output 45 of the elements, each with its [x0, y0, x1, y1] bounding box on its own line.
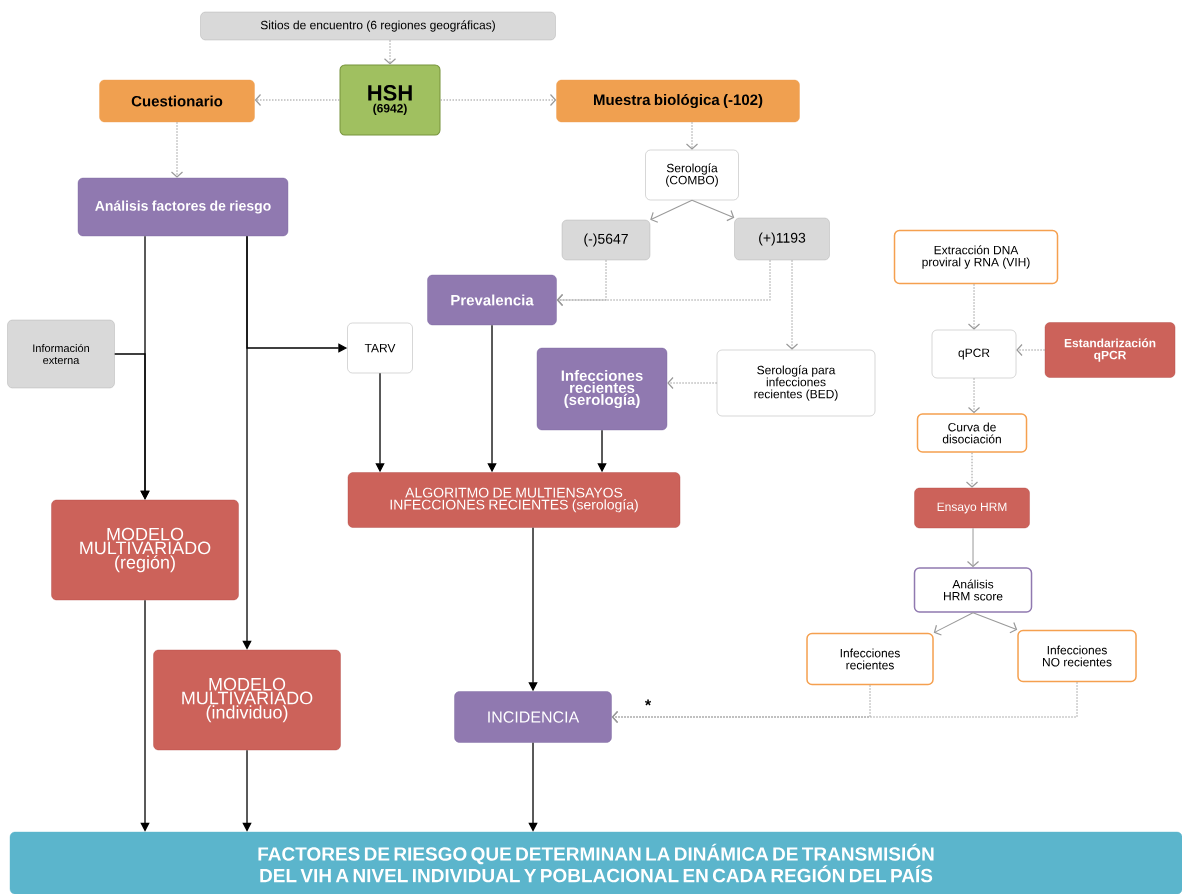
process-box: Extracción DNA proviral y RNA (VIH): [893, 229, 1059, 285]
process-box: ALGORITMO DE MULTIENSAYOS INFECCIONES RECIENTES (serología): [347, 472, 681, 528]
process-box: Cuestionario: [99, 79, 255, 123]
arrow: [972, 612, 1018, 634]
arrow: [966, 527, 980, 568]
arrow: [650, 199, 693, 223]
process-box: Serología (COMBO): [645, 149, 739, 201]
arrow: [685, 121, 699, 150]
arrow: [440, 93, 557, 107]
process-box: (-)5647: [561, 219, 651, 261]
process-box: Prevalencia: [427, 274, 557, 326]
process-box: Infecciones recientes (serología): [536, 347, 668, 431]
arrow: [933, 612, 974, 636]
process-box: MODELO MULTIVARIADO (individuo): [153, 649, 341, 751]
arrow: [611, 681, 1078, 724]
process-box: Serología para infecciones recientes (BED): [716, 349, 876, 417]
arrow: [965, 452, 979, 488]
arrow: [785, 259, 799, 350]
process-box: MODELO MULTIVARIADO (región): [51, 499, 239, 601]
result-banner: FACTORES DE RIESGO QUE DETERMINAN LA DINÁMICA DE TRANSMISIÓN DEL VIH A NIVEL INDIVIDUAL Y POBLACIONAL EN CADA REGIÓN DEL PAÍS: [9, 831, 1182, 894]
arrow: [170, 121, 184, 178]
arrow: [1016, 343, 1046, 357]
arrow: [254, 93, 340, 107]
process-box: Infecciones NO recientes: [1017, 629, 1137, 683]
process-box: INCIDENCIA: [454, 691, 612, 743]
process-box: Curva de disociación: [916, 413, 1028, 453]
process-box: Estandarización qPCR: [1044, 322, 1176, 378]
process-box: (+)1193: [734, 217, 830, 261]
arrow: [691, 199, 735, 222]
process-box: qPCR: [931, 329, 1017, 379]
arrow: [667, 376, 718, 390]
footnote-mark: *: [644, 699, 652, 706]
arrow: [383, 39, 397, 65]
process-box: Información externa: [7, 319, 115, 389]
process-box: Ensayo HRM: [914, 487, 1030, 529]
process-box: Sitios de encuentro (6 regiones geográficas): [200, 11, 556, 41]
arrow: [556, 259, 771, 307]
process-box: Muestra biológica (-102): [556, 79, 800, 123]
process-box: Análisis HRM score: [913, 567, 1033, 613]
process-box: Infecciones recientes: [806, 632, 934, 686]
start-box: HSH (6942): [339, 64, 441, 136]
arrow: [967, 377, 981, 414]
process-box: TARV: [347, 322, 413, 374]
process-box: Análisis factores de riesgo: [77, 177, 289, 237]
arrow: [967, 283, 981, 330]
